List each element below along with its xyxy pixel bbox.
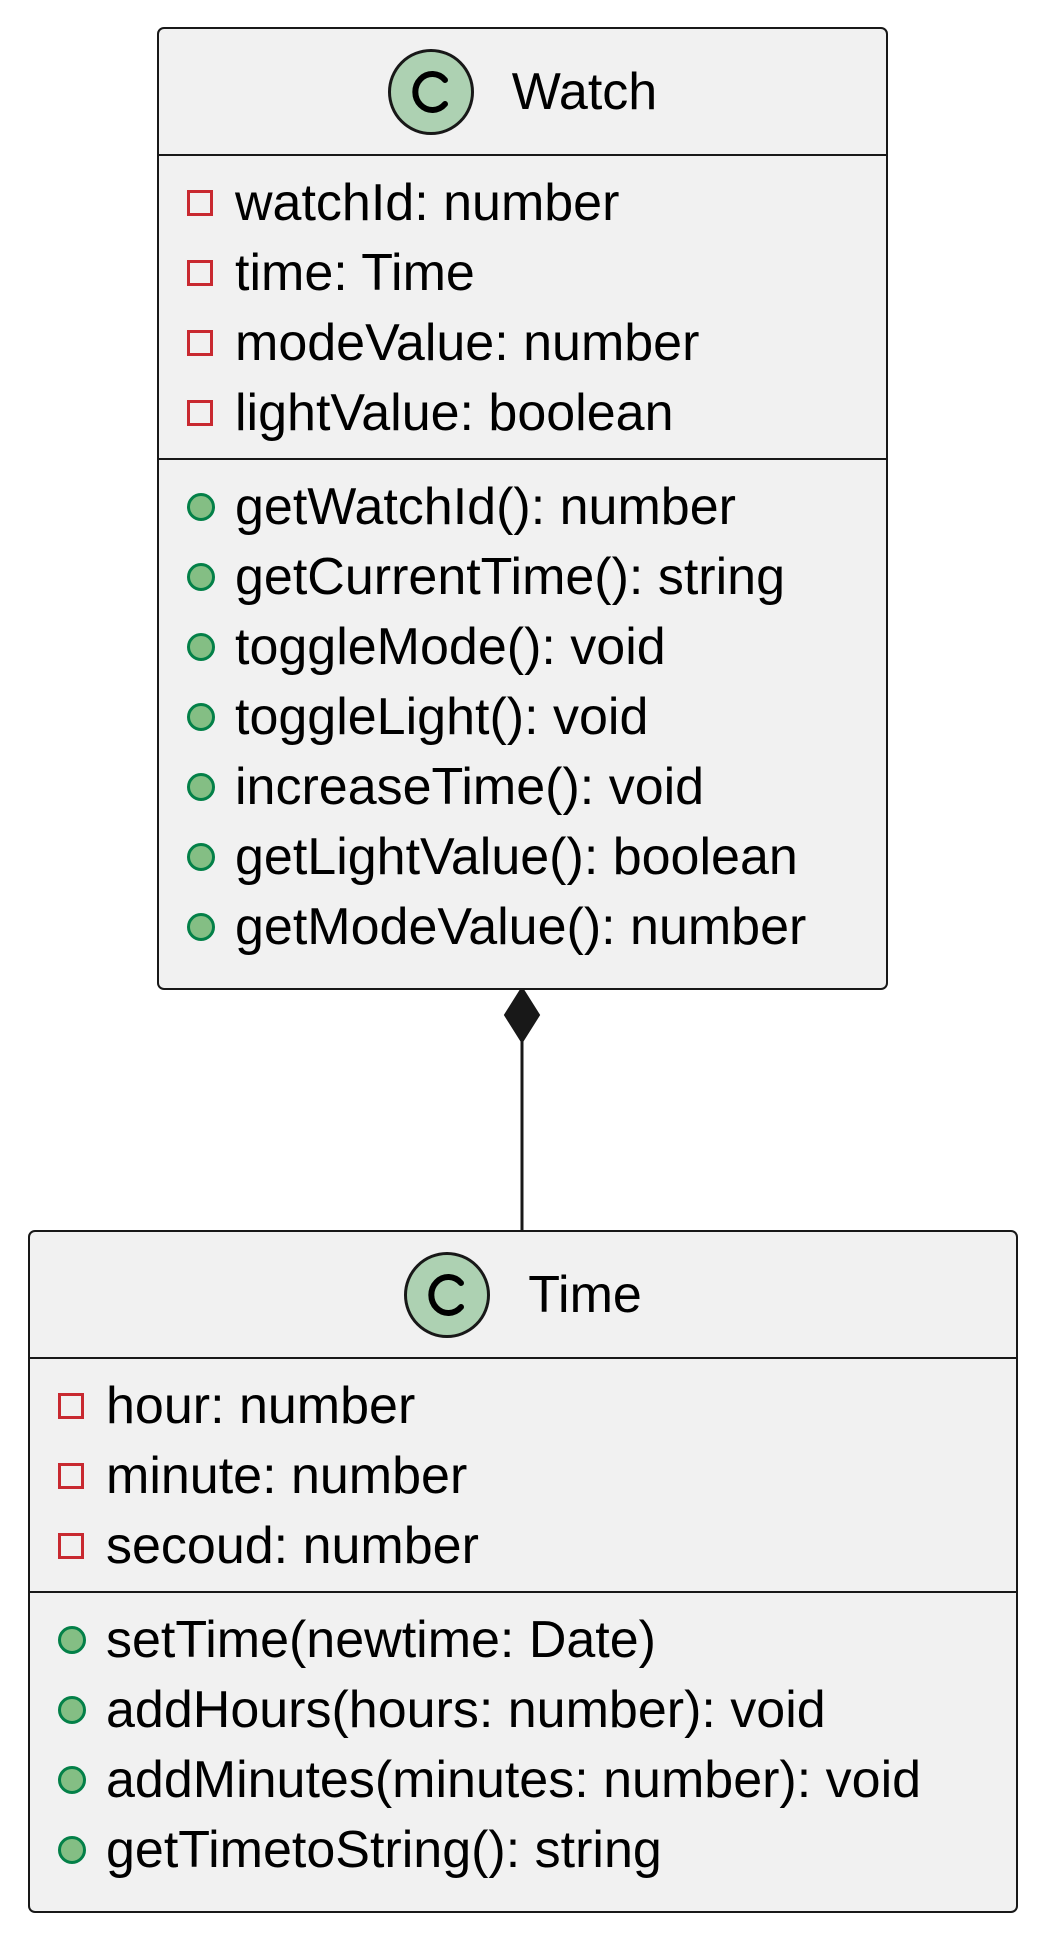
attribute: minute: number: [30, 1441, 1016, 1511]
method-text: setTime(newtime: Date): [106, 1611, 656, 1669]
attribute: watchId: number: [159, 168, 886, 238]
method: getWatchId(): number: [159, 472, 886, 542]
public-visibility-icon: [187, 773, 215, 801]
private-visibility-icon: [58, 1533, 84, 1559]
method: getModeValue(): number: [159, 892, 886, 962]
method-list: setTime(newtime: Date) addHours(hours: n…: [30, 1593, 1016, 1895]
method-text: toggleLight(): void: [235, 688, 649, 746]
attribute: modeValue: number: [159, 308, 886, 378]
attribute: hour: number: [30, 1371, 1016, 1441]
private-visibility-icon: [58, 1463, 84, 1489]
public-visibility-icon: [187, 843, 215, 871]
public-visibility-icon: [187, 633, 215, 661]
method-text: getCurrentTime(): string: [235, 548, 785, 606]
divider: [30, 1591, 1016, 1593]
method: getTimetoString(): string: [30, 1815, 1016, 1885]
public-visibility-icon: [187, 703, 215, 731]
attribute-text: time: Time: [235, 244, 475, 302]
method: getCurrentTime(): string: [159, 542, 886, 612]
method: toggleMode(): void: [159, 612, 886, 682]
composition-diamond: [503, 986, 541, 1044]
method-text: increaseTime(): void: [235, 758, 705, 816]
attribute-list: watchId: number time: Time modeValue: nu…: [159, 156, 886, 458]
class-c-icon: [404, 1251, 491, 1338]
method: addMinutes(minutes: number): void: [30, 1745, 1016, 1815]
method-text: getLightValue(): boolean: [235, 828, 798, 886]
attribute: lightValue: boolean: [159, 378, 886, 448]
class-time[interactable]: Time hour: number minute: number secoud:…: [28, 1230, 1018, 1913]
class-c-icon: [387, 48, 474, 135]
attribute: secoud: number: [30, 1511, 1016, 1581]
attribute-text: hour: number: [106, 1377, 416, 1435]
attribute-text: lightValue: boolean: [235, 384, 674, 442]
private-visibility-icon: [187, 260, 213, 286]
method-text: toggleMode(): void: [235, 618, 666, 676]
class-name: Time: [528, 1265, 642, 1324]
divider: [30, 1357, 1016, 1359]
method-text: addMinutes(minutes: number): void: [106, 1751, 922, 1809]
public-visibility-icon: [58, 1626, 86, 1654]
class-watch[interactable]: Watch watchId: number time: Time modeVal…: [157, 27, 888, 990]
method: getLightValue(): boolean: [159, 822, 886, 892]
public-visibility-icon: [58, 1696, 86, 1724]
attribute-text: minute: number: [106, 1447, 468, 1505]
private-visibility-icon: [187, 190, 213, 216]
method: increaseTime(): void: [159, 752, 886, 822]
class-header: Time: [30, 1232, 1016, 1357]
public-visibility-icon: [187, 493, 215, 521]
method-text: getTimetoString(): string: [106, 1821, 662, 1879]
public-visibility-icon: [58, 1836, 86, 1864]
public-visibility-icon: [58, 1766, 86, 1794]
method-list: getWatchId(): number getCurrentTime(): s…: [159, 460, 886, 972]
private-visibility-icon: [187, 330, 213, 356]
attribute: time: Time: [159, 238, 886, 308]
class-name: Watch: [511, 62, 658, 121]
attribute-text: secoud: number: [106, 1517, 479, 1575]
attribute-list: hour: number minute: number secoud: numb…: [30, 1359, 1016, 1591]
divider: [159, 458, 886, 460]
public-visibility-icon: [187, 913, 215, 941]
method-text: addHours(hours: number): void: [106, 1681, 826, 1739]
method-text: getModeValue(): number: [235, 898, 807, 956]
method: addHours(hours: number): void: [30, 1675, 1016, 1745]
divider: [159, 154, 886, 156]
private-visibility-icon: [187, 400, 213, 426]
attribute-text: watchId: number: [235, 174, 620, 232]
method: setTime(newtime: Date): [30, 1605, 1016, 1675]
method-text: getWatchId(): number: [235, 478, 736, 536]
private-visibility-icon: [58, 1393, 84, 1419]
public-visibility-icon: [187, 563, 215, 591]
method: toggleLight(): void: [159, 682, 886, 752]
attribute-text: modeValue: number: [235, 314, 700, 372]
class-header: Watch: [159, 29, 886, 154]
